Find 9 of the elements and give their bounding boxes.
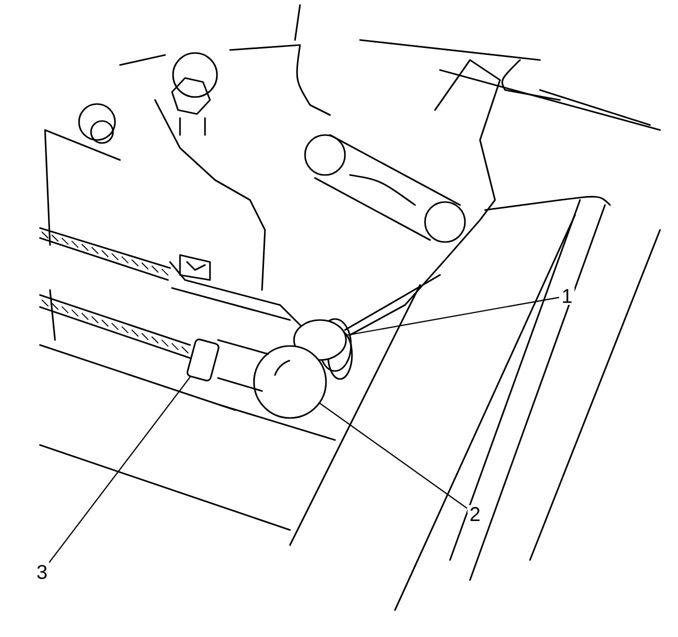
callout-number: 2 — [467, 505, 483, 523]
leader-line — [319, 402, 468, 509]
leader-line — [48, 376, 191, 563]
leader-line — [346, 296, 560, 336]
part-drawing — [186, 338, 220, 382]
part-drawing — [217, 339, 327, 419]
callout-number: 3 — [34, 562, 50, 582]
callout-number: 1 — [559, 287, 575, 305]
part-drawing — [293, 319, 347, 361]
